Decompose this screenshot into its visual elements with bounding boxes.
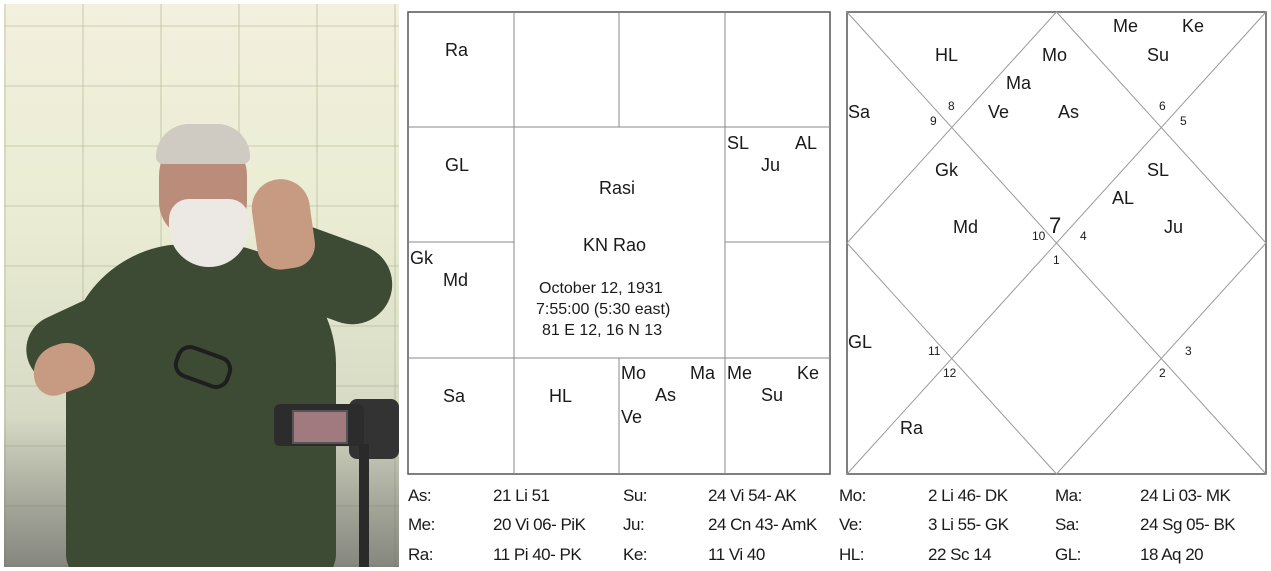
rasi-capricorn-md: Md: [443, 271, 468, 289]
north-ke: Ke: [1182, 17, 1204, 35]
rasi-virgo-su: Su: [761, 386, 783, 404]
north-ma: Ma: [1006, 74, 1031, 92]
rasi-libra-as: As: [655, 386, 676, 404]
rasi-libra-ma: Ma: [690, 364, 715, 382]
tripod: [359, 444, 369, 567]
house-number-8: 8: [948, 100, 955, 112]
position-key: Ke:: [623, 546, 647, 563]
house-number-3: 3: [1185, 345, 1192, 357]
position-key: Mo:: [839, 487, 866, 504]
position-value: 2 Li 46- DK: [928, 487, 1008, 504]
north-sa: Sa: [848, 103, 870, 121]
north-su: Su: [1147, 46, 1169, 64]
rasi-libra-ve: Ve: [621, 408, 642, 426]
position-key: GL:: [1055, 546, 1081, 563]
position-value: 3 Li 55- GK: [928, 516, 1009, 533]
speaker-photo: [4, 4, 399, 567]
native-name: KN Rao: [583, 236, 646, 254]
position-key: Ju:: [623, 516, 644, 533]
position-key: Sa:: [1055, 516, 1079, 533]
position-value: 22 Sc 14: [928, 546, 991, 563]
north-mo: Mo: [1042, 46, 1067, 64]
rasi-cancer-sl: SL: [727, 134, 749, 152]
north-md: Md: [953, 218, 978, 236]
house-number-6: 6: [1159, 100, 1166, 112]
rasi-capricorn-gk: Gk: [410, 249, 433, 267]
position-value: 11 Vi 40: [708, 546, 765, 563]
house-number-10: 10: [1032, 230, 1045, 242]
position-value: 21 Li 51: [493, 487, 550, 504]
position-value: 20 Vi 06- PiK: [493, 516, 585, 533]
north-sl: SL: [1147, 161, 1169, 179]
position-key: As:: [408, 487, 431, 504]
house-number-11: 11: [928, 345, 940, 357]
house-number-5: 5: [1180, 115, 1187, 127]
north-me: Me: [1113, 17, 1138, 35]
birth-time: 7:55:00 (5:30 east): [536, 302, 670, 318]
position-value: 24 Sg 05- BK: [1140, 516, 1235, 533]
north-indian-chart: Me Ke Su HL Mo Ma Ve As Sa Gk Md SL AL J…: [846, 11, 1267, 475]
planet-positions: As: 21 Li 51 Su: 24 Vi 54- AK Mo: 2 Li 4…: [408, 484, 1268, 568]
rasi-title: Rasi: [599, 179, 635, 197]
rasi-libra-mo: Mo: [621, 364, 646, 382]
rasi-chart: Ra GL Gk Md SL AL Ju Rasi KN Rao October…: [407, 11, 831, 475]
north-as: As: [1058, 103, 1079, 121]
north-hl: HL: [935, 46, 958, 64]
rasi-cancer-ju: Ju: [761, 156, 780, 174]
birth-coordinates: 81 E 12, 16 N 13: [542, 323, 662, 339]
north-gk: Gk: [935, 161, 958, 179]
position-key: Su:: [623, 487, 647, 504]
position-value: 24 Vi 54- AK: [708, 487, 796, 504]
rasi-pisces-ra: Ra: [445, 41, 468, 59]
position-value: 24 Cn 43- AmK: [708, 516, 817, 533]
north-gl: GL: [848, 333, 872, 351]
house-number-1: 1: [1053, 254, 1060, 266]
birth-date: October 12, 1931: [539, 281, 663, 297]
house-number-12: 12: [943, 367, 956, 379]
north-ju: Ju: [1164, 218, 1183, 236]
camera-screen: [292, 410, 348, 444]
north-ve: Ve: [988, 103, 1009, 121]
north-ra: Ra: [900, 419, 923, 437]
north-chart-lines: [846, 11, 1267, 475]
position-key: Me:: [408, 516, 435, 533]
position-key: Ra:: [408, 546, 433, 563]
rasi-scorpio-hl: HL: [549, 387, 572, 405]
house-number-9: 9: [930, 115, 937, 127]
rasi-sagittarius-sa: Sa: [443, 387, 465, 405]
rasi-virgo-me: Me: [727, 364, 752, 382]
north-al: AL: [1112, 189, 1134, 207]
position-value: 11 Pi 40- PK: [493, 546, 581, 563]
house-number-7: 7: [1049, 215, 1061, 237]
position-key: Ve:: [839, 516, 862, 533]
rasi-aquarius-gl: GL: [445, 156, 469, 174]
house-number-2: 2: [1159, 367, 1166, 379]
position-value: 18 Aq 20: [1140, 546, 1203, 563]
rasi-cancer-al: AL: [795, 134, 817, 152]
house-number-4: 4: [1080, 230, 1087, 242]
rasi-virgo-ke: Ke: [797, 364, 819, 382]
position-value: 24 Li 03- MK: [1140, 487, 1230, 504]
position-key: HL:: [839, 546, 864, 563]
position-key: Ma:: [1055, 487, 1082, 504]
